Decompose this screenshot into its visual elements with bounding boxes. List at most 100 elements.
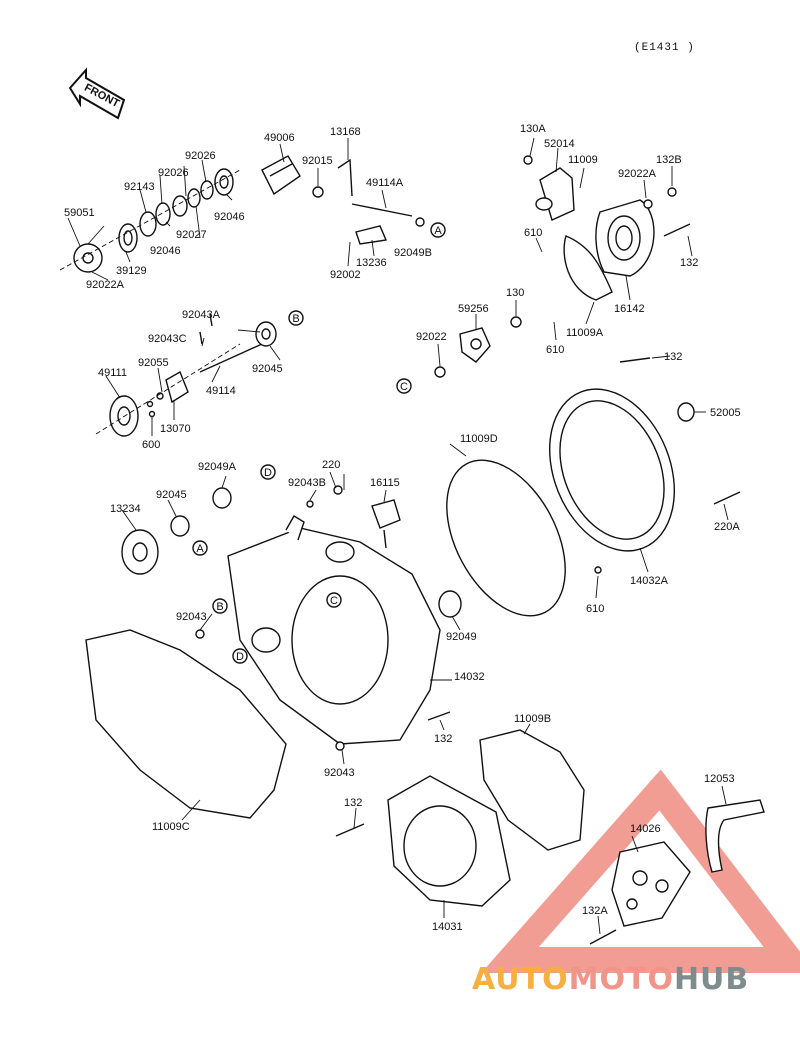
part-label: 59256 [458,303,489,315]
diagram-code: (E1431 ) [634,42,695,54]
svg-text:B: B [292,313,299,325]
part-label: 92022 [416,331,447,343]
watermark-part-moto: MOTO [568,962,674,997]
part-label: 11009D [460,433,498,445]
part-label: 92043B [288,477,326,489]
part-label: 11009A [566,327,604,339]
shaft-49114a [312,158,425,245]
part-label: 610 [586,603,604,615]
svg-text:A: A [434,225,442,237]
callout-a-lower: A [192,540,208,556]
part-label: 610 [524,227,542,239]
part-label: 11009B [514,713,551,725]
part-label: 132 [344,797,362,809]
part-label: 92046 [214,211,245,223]
part-label: 92022A [86,279,125,291]
svg-text:D: D [264,467,272,479]
part-label: 13234 [110,503,141,515]
part-label: 92043 [324,767,355,779]
part-label: 13168 [330,126,361,138]
callout-letters: A B C D A B C D [192,222,446,664]
part-label: 220A [714,521,740,533]
part-label: 92002 [330,269,361,281]
gasket-11009d [446,459,566,617]
part-label: 92049A [198,461,237,473]
part-label: 49114 [206,385,236,397]
watermark-part-hub: HUB [673,962,750,997]
watermark-logo: AUTOMOTOHUB [472,962,749,997]
watermark-part-auto: AUTO [472,962,569,997]
part-label: 132 [680,257,698,269]
part-label: 92026 [185,150,216,162]
part-label: 132 [434,733,452,745]
part-label: 92143 [124,181,155,193]
part-label: 92015 [302,155,333,167]
part-labels: 49006 13168 92015 49114A 92049B 13236 92… [64,123,741,933]
part-label: 14032A [630,575,669,587]
part-label: 92043C [148,333,187,345]
part-label: 92022A [618,168,657,180]
part-label: 92043A [182,309,221,321]
part-label: 130 [506,287,524,299]
plug-16115 [371,499,401,549]
callout-d-lower: D [232,648,248,664]
part-label: 39129 [116,265,147,277]
part-label: 52005 [710,407,741,419]
part-label: 132A [582,905,608,917]
part-label: 11009 [568,154,598,166]
svg-text:D: D [236,651,244,663]
part-label: 52014 [544,138,575,150]
part-label: 92045 [156,489,187,501]
part-label: 610 [546,344,564,356]
svg-text:C: C [330,595,338,607]
bracket-12053 [705,799,765,873]
cover-14031 [335,775,511,907]
part-label: 92046 [150,245,181,257]
part-label: 14031 [432,921,463,933]
gasket-11009b [479,729,585,851]
svg-text:A: A [196,543,204,555]
part-label: 92055 [138,357,169,369]
part-label: 13236 [356,257,387,269]
part-label: 132B [656,154,682,166]
clutch-cover-14032a [548,357,741,574]
bracket-49006 [261,155,301,196]
part-label: 92026 [158,167,189,179]
callout-b-lower: B [212,598,228,614]
crankcase-cover-14032 [195,515,462,751]
callout-b-upper: B [288,310,304,326]
part-label: 16115 [370,477,400,489]
part-label: 92027 [176,229,207,241]
svg-text:C: C [400,381,408,393]
part-label: 49111 [98,367,127,379]
part-label: 600 [142,439,160,451]
part-label: 49114A [366,177,404,189]
part-label: 14032 [454,671,485,683]
part-label: 11009C [152,821,190,833]
callout-c-lower: C [326,592,342,608]
part-label: 13070 [160,423,191,435]
pump-gear-stack [59,168,241,273]
svg-text:B: B [216,601,223,613]
callout-a-upper: A [430,222,446,238]
cover-16142 [523,155,691,301]
front-arrow-icon: FRONT [68,67,126,120]
part-label: 59051 [64,207,95,219]
part-label: 14026 [630,823,661,835]
part-label: 92049B [394,247,432,259]
watermark-triangle-icon [481,769,800,973]
plate-14026 [589,841,691,945]
gasket-11009c [85,629,287,819]
part-label: 92049 [446,631,477,643]
shaft-assembly-49111 [95,313,277,437]
part-label: 16142 [614,303,645,315]
callout-d-upper: D [260,464,276,480]
part-label: 132 [664,351,682,363]
callout-c-upper: C [396,378,412,394]
impeller-59256 [434,316,522,378]
part-label: 12053 [704,773,735,785]
leader-lines [67,137,729,935]
part-label: 130A [520,123,546,135]
part-label: 49006 [264,132,295,144]
